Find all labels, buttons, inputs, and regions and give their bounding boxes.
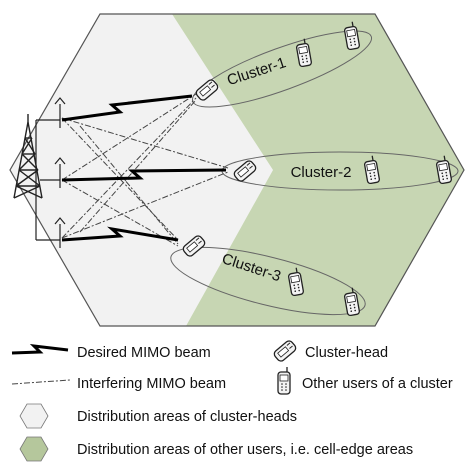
legend-cluster-head-label: Cluster-head: [305, 345, 388, 361]
cluster-3-ellipse: [170, 246, 366, 316]
cluster-head-legend-icon: [272, 338, 298, 364]
legend-interfering-label: Interfering MIMO beam: [77, 376, 226, 392]
cluster-2-label: Cluster-2: [291, 164, 352, 181]
legend: Desired MIMO beam Interfering MIMO beam …: [11, 338, 453, 462]
interfering-beam-legend-symbol: [11, 379, 71, 385]
edge-distribution-area: [172, 14, 464, 326]
legend-dist-heads-label: Distribution areas of cluster-heads: [77, 409, 297, 425]
antenna-array: [35, 97, 66, 248]
desired-beam-legend-symbol: [11, 344, 69, 355]
edge-area-legend-swatch: [19, 436, 49, 462]
other-users-legend-icon: [277, 366, 291, 395]
desired-beams: [61, 94, 227, 242]
base-station-tower-icon: [13, 114, 43, 199]
legend-other-users-label: Other users of a cluster: [302, 376, 453, 392]
legend-desired-label: Desired MIMO beam: [77, 345, 211, 361]
center-area-legend-swatch: [19, 403, 49, 429]
legend-dist-edge-label: Distribution areas of other users, i.e. …: [77, 442, 413, 458]
cell-outline: [9, 13, 465, 327]
